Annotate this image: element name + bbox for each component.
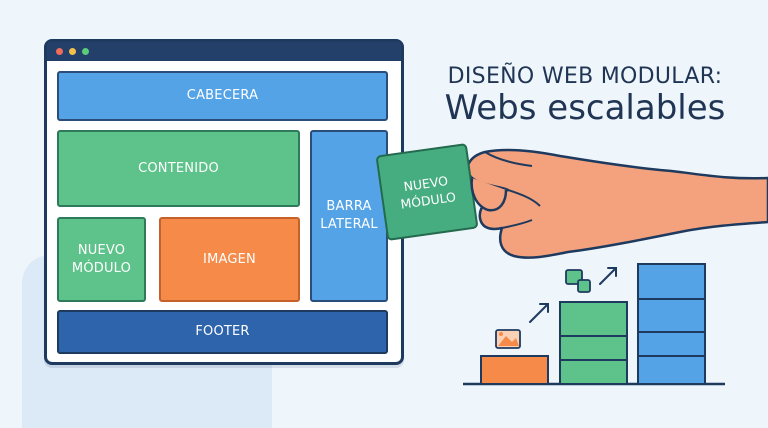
- modules-growth-icon: [565, 269, 591, 293]
- content-module: CONTENIDO: [57, 130, 300, 207]
- arrow-up-right-icon: [599, 267, 617, 285]
- browser-window-mockup: CABECERA CONTENIDO BARRA LATERAL NUEVO M…: [44, 39, 404, 365]
- blue-bar-stack: [637, 263, 706, 385]
- window-titlebar: [47, 42, 401, 61]
- headline-line1: DISEÑO WEB MODULAR:: [447, 64, 723, 89]
- footer-module-label: FOOTER: [195, 324, 250, 340]
- new-module-label: NUEVO MÓDULO: [71, 242, 132, 276]
- headline-line2: Webs escalables: [444, 88, 726, 128]
- sidebar-module-label: BARRA LATERAL: [320, 199, 378, 232]
- header-module: CABECERA: [57, 71, 388, 121]
- sidebar-module: BARRA LATERAL: [310, 130, 388, 302]
- image-module: IMAGEN: [159, 217, 300, 302]
- header-module-label: CABECERA: [186, 88, 259, 104]
- new-module-slot: NUEVO MÓDULO: [57, 217, 146, 302]
- footer-module: FOOTER: [57, 310, 388, 354]
- image-growth-icon: [495, 329, 521, 349]
- green-bar-stack: [559, 301, 628, 385]
- minimize-dot-icon: [69, 48, 76, 55]
- arrow-up-right-icon: [529, 303, 549, 323]
- content-module-label: CONTENIDO: [138, 160, 219, 176]
- image-module-label: IMAGEN: [203, 251, 256, 267]
- maximize-dot-icon: [82, 48, 89, 55]
- orange-bar: [480, 355, 549, 385]
- close-dot-icon: [56, 48, 63, 55]
